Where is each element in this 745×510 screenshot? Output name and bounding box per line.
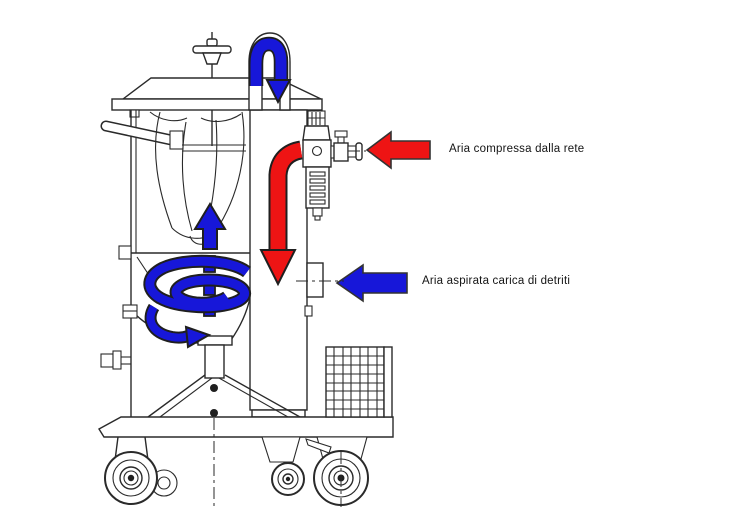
frl-drain-tip [314,215,321,221]
curl-band [146,304,190,342]
drain-valve-flange [112,350,122,370]
legend-label-compressed-air: Aria compressa dalla rete [449,143,585,155]
discharge-stand [147,335,301,418]
casters [104,436,369,506]
frl-knob-ribs [308,112,325,125]
left-side-fittings [100,304,138,370]
knob-bar [192,45,232,54]
legend-label-suction-air: Aria aspirata carica di detriti [422,275,571,287]
drain-valve-body [100,353,114,368]
bag-fold-right [214,111,245,233]
frl-collar [302,125,331,141]
exhaust-down-arrow [248,36,292,105]
hopper-right-curve [230,297,251,341]
frl-bowl-slots [309,171,326,205]
wheel-hub [127,474,135,482]
valve-body [333,142,349,162]
discharge-column [204,344,225,379]
compressed-air-down-arrow [259,140,304,287]
suction-air-arrow [335,263,408,303]
grid-lines [326,347,384,417]
bag-top-fold-left [149,111,188,122]
caster-front-right [305,436,369,506]
valve-stem [337,136,345,144]
spiral-band [145,256,250,312]
compressed-air-arrow [365,130,431,170]
base-platform [98,416,394,438]
lid-clamp-left [129,109,140,118]
curl-arrowhead [184,325,212,349]
red-arrowhead [259,249,297,287]
seam-clamp [118,245,132,260]
frl-drain-nipple [312,207,323,217]
bag-top-fold-right [200,113,242,123]
knob-cap [206,38,218,47]
handle-tube [102,122,180,145]
cyclone-spiral-arrow [143,254,251,349]
grid-basket [325,346,393,418]
caster-front-left [104,436,158,505]
grid-side [383,346,393,418]
caster-rear-middle [261,436,305,496]
carry-handle [100,120,184,150]
lid-top [120,77,322,100]
bag-fold-left [155,111,173,229]
lid-rim [111,98,323,111]
grid-front [325,346,385,418]
centerlines [213,150,366,507]
filter-bag [149,111,246,245]
up-arrow [193,202,227,250]
stand-leg-right-outer [224,374,301,418]
column-bolt-lower [210,409,218,417]
valve-handle [334,130,348,138]
exhaust-band [250,38,287,86]
red-band [270,142,303,250]
exhaust-arrowhead [265,79,292,105]
stand-leg-right-inner [218,377,289,418]
caster-bracket [261,436,301,463]
frl-unit [302,110,363,221]
suction-inlet-port [306,262,324,298]
frl-gauge [311,145,323,157]
frl-body [302,139,332,168]
stand-leg-left-outer [147,374,206,418]
column-bolt-upper [210,384,218,392]
stand-leg-left-inner [159,377,213,418]
knob-hub [202,52,222,65]
handle-bracket [169,130,184,150]
bag-fold-inner-left [181,121,193,232]
pipe-side-tab [304,305,313,317]
